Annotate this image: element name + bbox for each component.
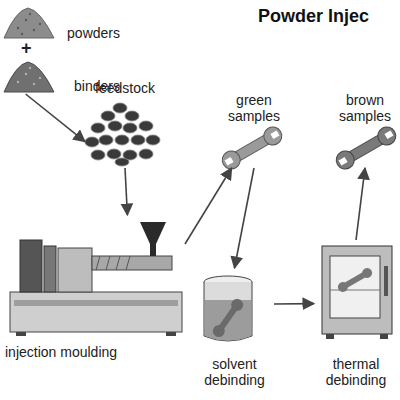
step-label: brown samples [332, 92, 398, 124]
process-arrow [185, 168, 232, 244]
step-label: injection moulding [5, 344, 117, 360]
diagram-title: Powder Injec [258, 6, 369, 27]
process-step: powders [2, 3, 120, 41]
process-step: injection moulding [5, 215, 185, 360]
step-label: green samples [222, 92, 286, 124]
process-arrow [26, 94, 85, 142]
process-arrow [274, 303, 314, 305]
process-arrow [235, 168, 255, 268]
process-step: solvent debinding [195, 268, 274, 388]
process-arrow [356, 168, 365, 240]
process-step: thermal debinding [314, 240, 398, 388]
process-step: brown samples [332, 92, 398, 168]
step-label: powders [67, 25, 120, 41]
plus-sign: + [21, 38, 32, 59]
process-arrow [125, 168, 127, 215]
step-label: thermal debinding [314, 356, 398, 388]
process-step: feedstock [85, 80, 165, 168]
process-step: green samples [222, 92, 286, 168]
step-label: feedstock [95, 80, 155, 96]
step-label: solvent debinding [195, 356, 274, 388]
